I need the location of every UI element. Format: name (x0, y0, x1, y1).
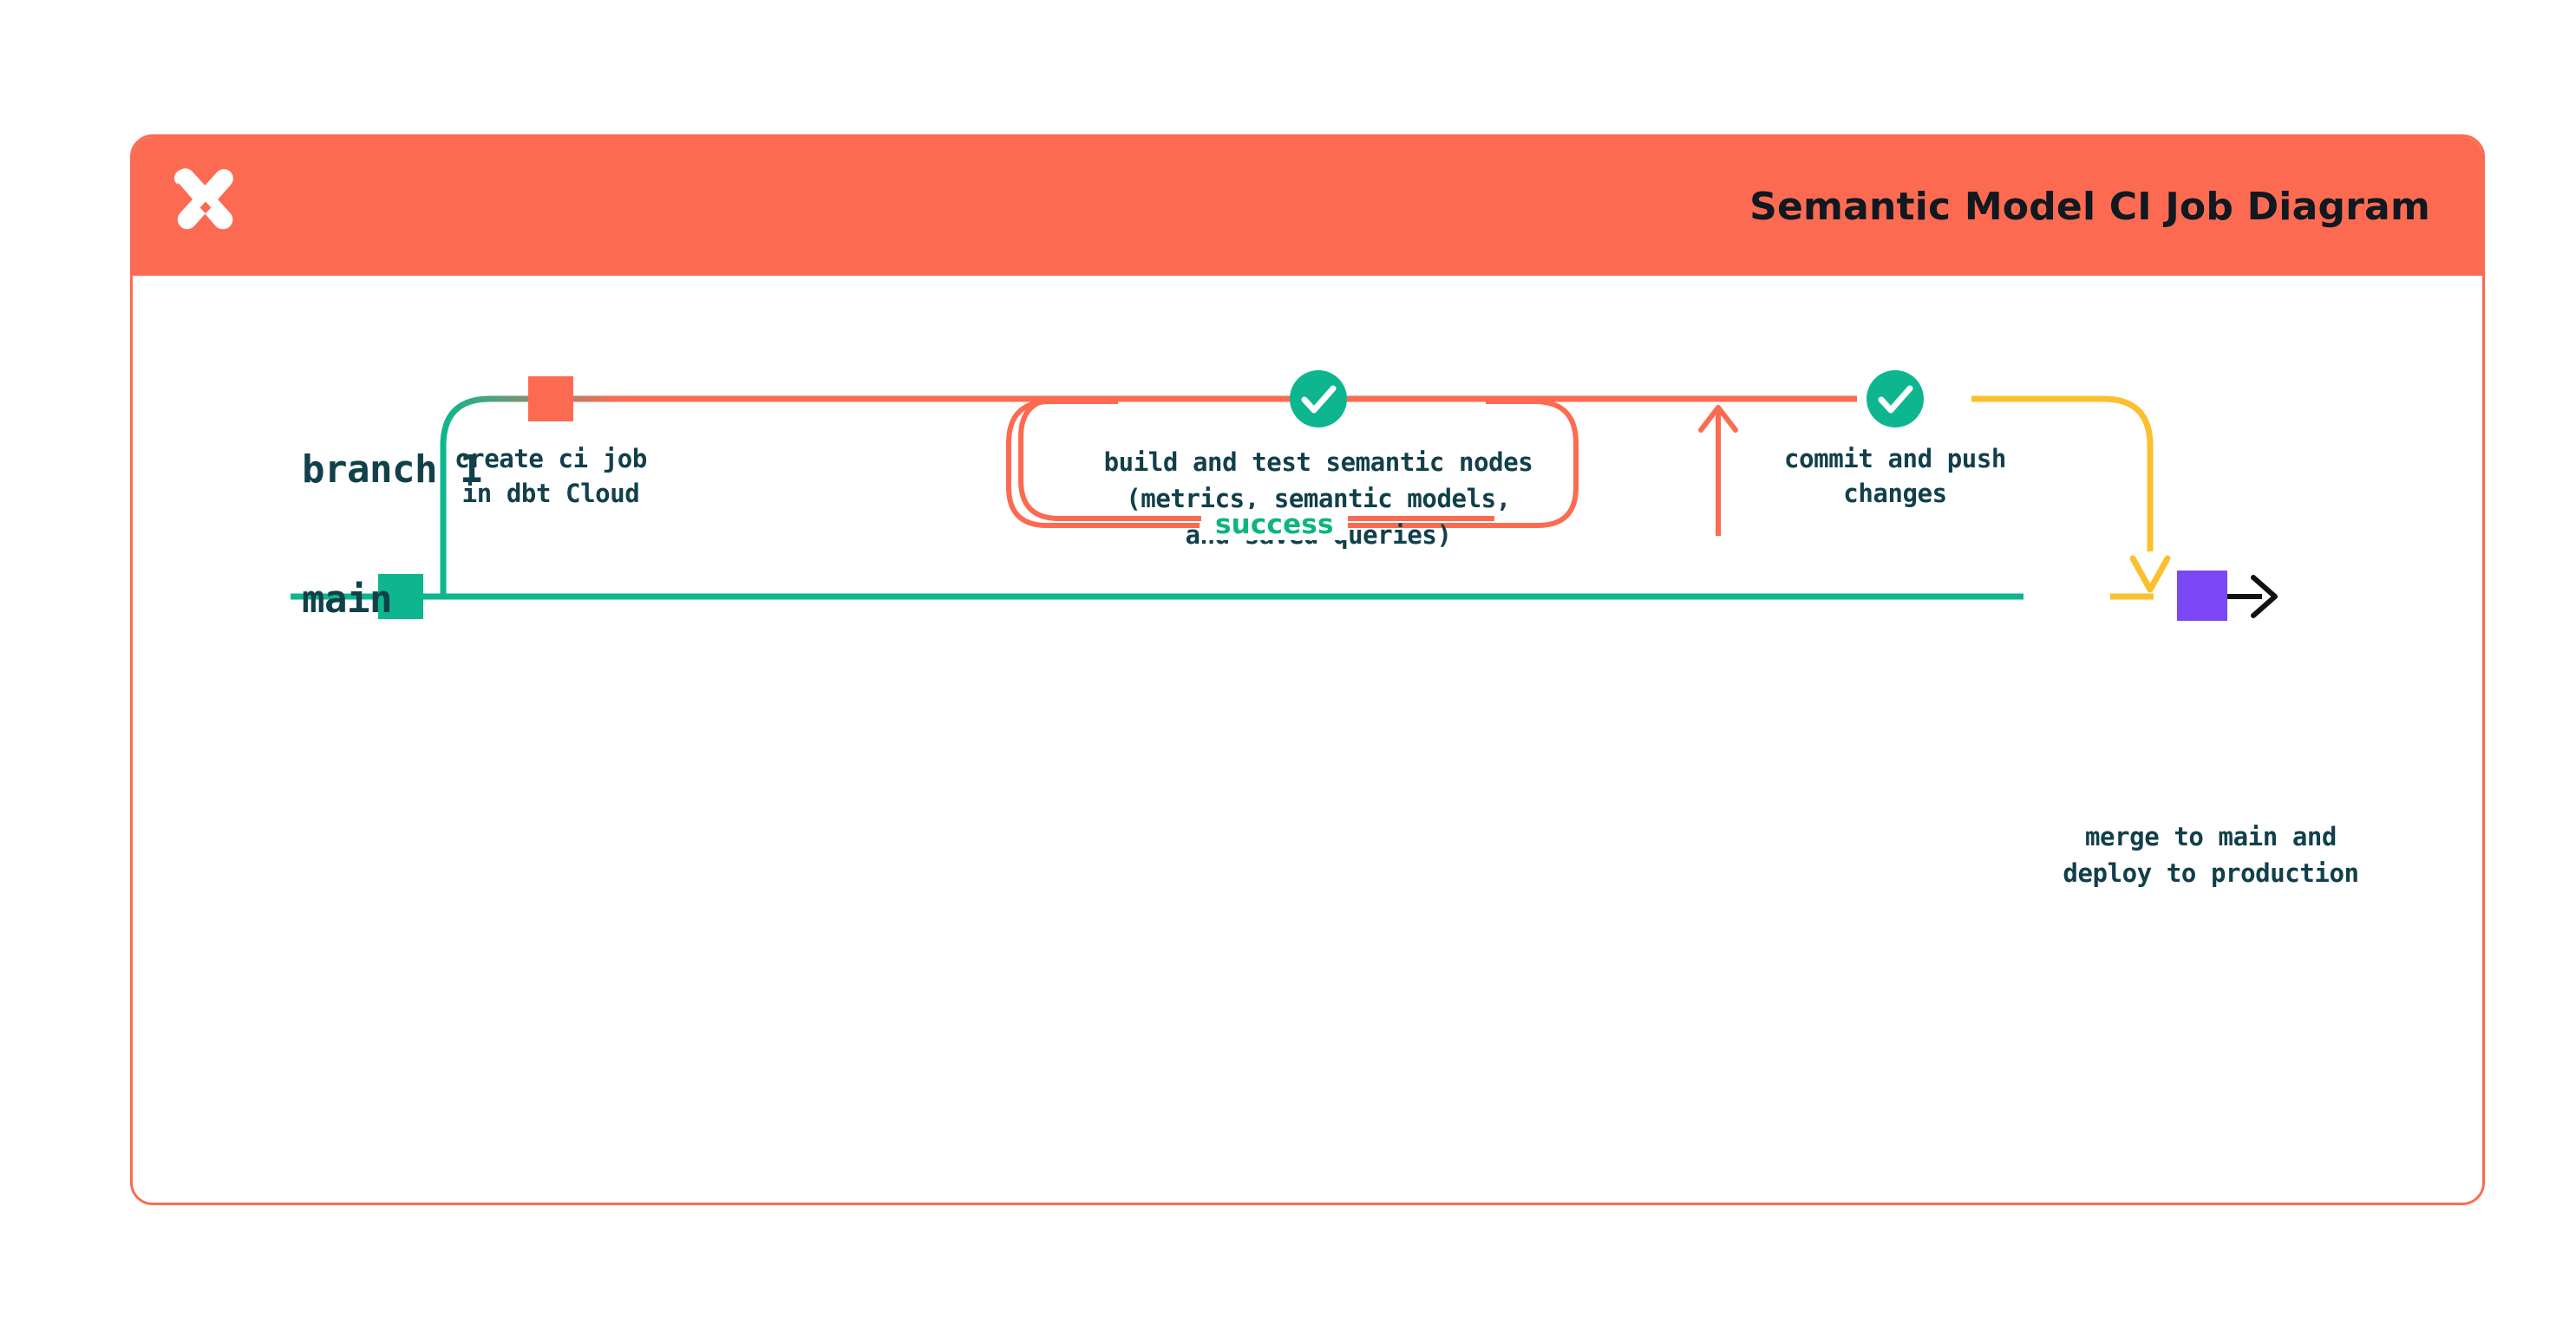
node-caption-merge-to-main-line-1: merge to main and (2084, 822, 2337, 851)
dbt-logo-icon (166, 166, 245, 246)
branch-label-branch-1: branch 1 (302, 447, 482, 492)
node-caption-build-and-test-line-2: (metrics, semantic models, (1126, 484, 1511, 513)
node-caption-create-ci-job-line-2: in dbt Cloud (461, 479, 640, 508)
merge-to-main-node-marker[interactable] (2177, 571, 2227, 621)
page-title: Semantic Model CI Job Diagram (1749, 184, 2430, 229)
branch-label-main: main (302, 577, 392, 622)
success-loop-path (1006, 399, 1579, 528)
node-caption-commit-and-push-line-1: commit and push (1784, 444, 2006, 473)
git-flow-diagram (291, 370, 2278, 621)
node-caption-create-ci-job-line-1: create ci job (454, 444, 647, 473)
node-caption-commit-and-push-line-2: changes (1843, 479, 1947, 508)
card-body: branch 1 main create ci job in dbt Cloud… (133, 276, 2482, 1203)
merge-arrow-icon (2129, 555, 2171, 593)
node-caption-merge-to-main-line-2: deploy to production (2063, 858, 2359, 888)
build-and-test-node-marker[interactable] (1290, 370, 1347, 427)
success-return-arrow-icon (1698, 405, 1738, 536)
card-header: Semantic Model CI Job Diagram (133, 137, 2482, 276)
diagram-card: Semantic Model CI Job Diagram (130, 134, 2485, 1205)
create-ci-job-node-marker[interactable] (528, 376, 573, 421)
node-caption-build-and-test-line-1: build and test semantic nodes (1103, 447, 1533, 477)
commit-and-push-node-marker[interactable] (1867, 370, 1924, 427)
main-start-node-marker[interactable] (378, 574, 423, 619)
edge-label-success: success (1201, 509, 1348, 540)
